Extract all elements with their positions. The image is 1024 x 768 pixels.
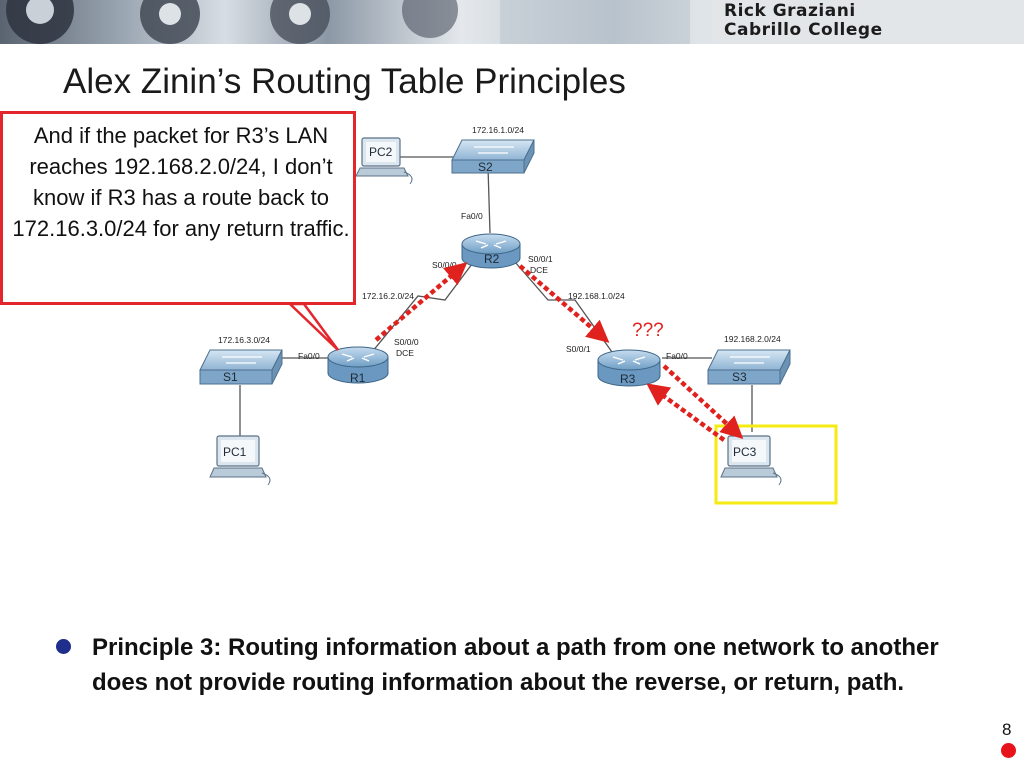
router-icon <box>461 233 521 269</box>
pc2-label: PC2 <box>369 145 393 159</box>
page-number: 8 <box>1002 720 1012 739</box>
pc-icon <box>720 435 782 486</box>
router-icon <box>327 346 389 384</box>
r1-device: R1 <box>327 346 389 385</box>
pc1-label: PC1 <box>223 445 247 459</box>
router-icon <box>597 349 661 387</box>
net-r1r2-label: 172.16.2.0/24 <box>362 291 414 301</box>
s1-label: S1 <box>223 370 238 384</box>
switch-icon <box>199 349 283 385</box>
net-right-label: 192.168.2.0/24 <box>724 334 781 344</box>
packet-path-arrows <box>374 262 744 442</box>
r2-s000-label: S0/0/0 <box>432 260 457 270</box>
unknown-route-label: ??? <box>632 320 664 341</box>
pc3-label: PC3 <box>733 445 757 459</box>
s2-label: S2 <box>478 160 493 174</box>
header-banner: Rick Graziani Cabrillo College <box>0 0 1024 44</box>
r2-dce-label: DCE <box>530 265 548 275</box>
r3-s001-label: S0/0/1 <box>566 344 591 354</box>
author-name: Rick Graziani <box>724 1 856 21</box>
institution-name: Cabrillo College <box>724 20 883 40</box>
r1-fa-label: Fa0/0 <box>298 351 320 361</box>
s3-device: S3 <box>707 349 791 385</box>
pc3-highlight-box <box>714 424 838 505</box>
slide-title: Alex Zinin’s Routing Table Principles <box>63 62 626 101</box>
arrow-r3-to-pc3 <box>662 364 744 440</box>
pc2-device: PC2 <box>355 137 413 185</box>
r2-fa-label: Fa0/0 <box>461 211 483 221</box>
pc-icon <box>209 435 271 486</box>
bullet-icon <box>56 639 71 654</box>
s3-label: S3 <box>732 370 747 384</box>
tape-reels-image <box>6 0 690 44</box>
pc3-device: PC3 <box>720 435 782 486</box>
r1-label: R1 <box>350 371 366 385</box>
r1-s000-label: S0/0/0 <box>394 337 419 347</box>
callout-pointer <box>286 302 340 351</box>
s2-device: S2 <box>451 139 535 174</box>
r3-device: R3 <box>597 349 661 387</box>
callout-box: And if the packet for R3’s LAN reaches 1… <box>0 111 356 305</box>
arrow-pc3-to-r3 <box>646 383 726 442</box>
r3-fa-label: Fa0/0 <box>666 351 688 361</box>
arrow-r1-to-r2 <box>374 262 468 342</box>
switch-icon <box>707 349 791 385</box>
nameplate <box>712 0 1024 44</box>
net-top-label: 172.16.1.0/24 <box>472 125 524 135</box>
callout-text: And if the packet for R3’s LAN reaches 1… <box>12 123 350 241</box>
arrow-r2-to-r3 <box>518 264 610 343</box>
r2-device: R2 <box>461 233 521 269</box>
principle-text: Principle 3: Routing information about a… <box>92 634 939 696</box>
r2-s001-label: S0/0/1 <box>528 254 553 264</box>
r2-label: R2 <box>484 252 500 266</box>
net-left-label: 172.16.3.0/24 <box>218 335 270 345</box>
r1-dce-label: DCE <box>396 348 414 358</box>
pc-icon <box>355 137 413 185</box>
switch-icon <box>451 139 535 174</box>
page-dot-icon <box>1001 743 1016 758</box>
net-r2r3-label: 192.168.1.0/24 <box>568 291 625 301</box>
s1-device: S1 <box>199 349 283 385</box>
r3-label: R3 <box>620 372 636 386</box>
pc1-device: PC1 <box>209 435 271 486</box>
